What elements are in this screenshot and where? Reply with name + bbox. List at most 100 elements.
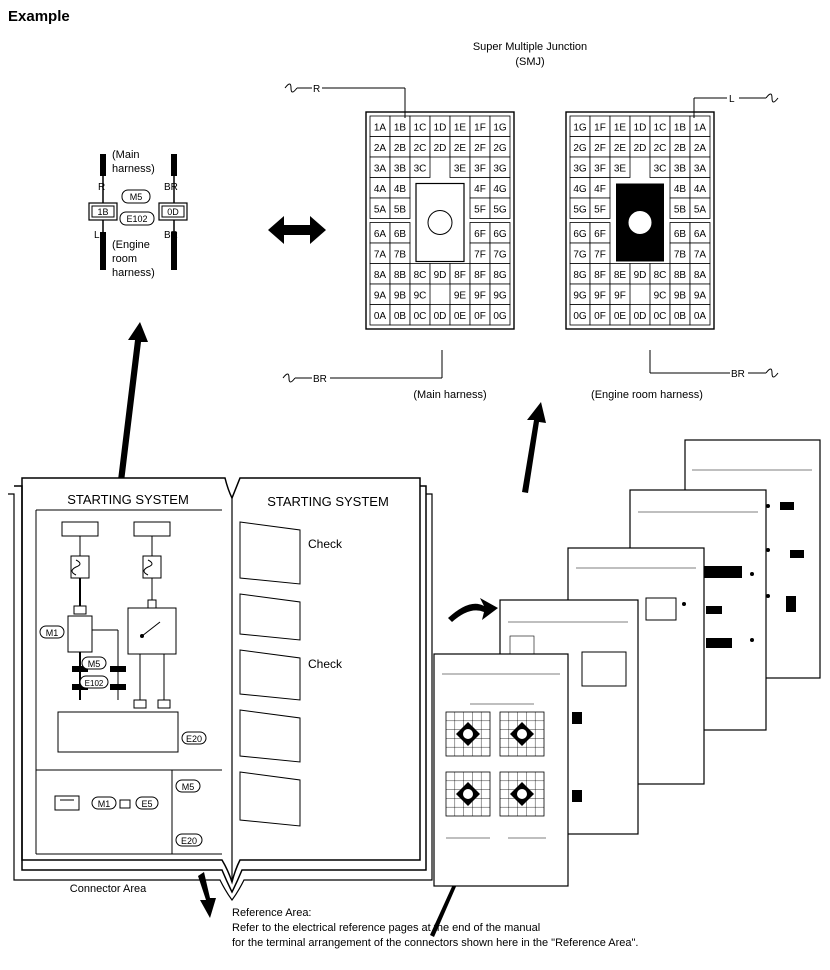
main-terminal-label: 0C [414, 311, 427, 322]
engine-terminal-label: 1A [694, 122, 707, 133]
engine-terminal-label: 5A [694, 204, 707, 215]
engine-terminal-label: 2G [573, 143, 587, 154]
engine-terminal-cell [589, 197, 611, 219]
engine-terminal-label: 0G [573, 311, 587, 322]
main-terminal-label: 0A [374, 311, 387, 322]
engine-wire-bottom-label: BR [731, 369, 745, 380]
book-right-title: STARTING SYSTEM [267, 494, 389, 509]
inset-wire-br-top: BR [164, 182, 178, 193]
smj-title: Super Multiple Junction (SMJ) [470, 40, 590, 70]
engine-terminal-label: 8C [654, 270, 667, 281]
book-left-title: STARTING SYSTEM [67, 492, 189, 507]
main-terminal-cell [409, 156, 431, 178]
engine-terminal-label: 3A [694, 163, 707, 174]
engine-terminal-label: 8E [614, 270, 627, 281]
main-terminal-label: 0G [493, 311, 507, 322]
main-terminal-label: 1F [474, 122, 486, 133]
engine-terminal-label: 7A [694, 249, 707, 260]
engine-terminal-label: 8B [674, 270, 687, 281]
main-terminal-label: 4B [394, 184, 407, 195]
main-terminal-label: 9F [474, 290, 486, 301]
main-terminal-label: 6A [374, 229, 387, 240]
main-terminal-label: 8B [394, 270, 407, 281]
engine-terminal-label: 8A [694, 270, 707, 281]
engine-terminal-label: 6A [694, 229, 707, 240]
book-bottom-e5-badge: E5 [141, 799, 152, 809]
engine-terminal-label: 9F [594, 290, 606, 301]
main-terminal-label: 4F [474, 184, 486, 195]
main-terminal-label: 2E [454, 143, 467, 154]
engine-terminal-label: 9D [634, 270, 647, 281]
engine-terminal-label: 8G [573, 270, 587, 281]
main-terminal-label: 0D [434, 311, 447, 322]
main-wire-bottom-label: BR [313, 374, 327, 385]
main-terminal-label: 9A [374, 290, 387, 301]
main-terminal-label: 2D [434, 143, 447, 154]
book-m5-badge: M5 [88, 659, 101, 669]
main-terminal-label: 1C [414, 122, 427, 133]
engine-terminal-label: 3F [594, 163, 606, 174]
panel-wire-leaders: R BR L BR [282, 83, 779, 385]
main-terminal-label: 7G [493, 249, 507, 260]
engine-terminal-label: 1G [573, 122, 587, 133]
engine-terminal-label: 3G [573, 163, 587, 174]
main-terminal-label: 9B [394, 290, 407, 301]
engine-terminal-label: 5F [594, 204, 606, 215]
engine-terminal-label: 8F [594, 270, 606, 281]
page-title: Example [8, 8, 70, 25]
main-terminal-label: 8F [474, 270, 486, 281]
engine-terminal-label: 0B [674, 311, 687, 322]
reference-area-line3: for the terminal arrangement of the conn… [232, 937, 639, 949]
mini-connector-grid [445, 711, 491, 757]
engine-terminal-label: 6F [594, 229, 606, 240]
engine-terminal-label: 7B [674, 249, 687, 260]
inset-terminal-0d: 0D [167, 207, 179, 217]
main-terminal-label: 3B [394, 163, 407, 174]
book-e102-badge: E102 [85, 679, 104, 688]
reference-area-note: Reference Area: Refer to the electrical … [232, 906, 638, 951]
inset-wire-br-bottom: BR [164, 230, 178, 241]
main-terminal-label: 2B [394, 143, 407, 154]
main-terminal-label: 2G [493, 143, 507, 154]
book-ref-m5-badge: M5 [182, 782, 195, 792]
main-terminal-label: 9D [434, 270, 447, 281]
main-terminal-cell [489, 197, 511, 219]
engine-terminal-cell [609, 156, 631, 178]
main-terminal-label: 7B [394, 249, 407, 260]
main-terminal-label: 5G [493, 204, 507, 215]
engine-terminal-label: 4B [674, 184, 687, 195]
main-wire-top-label: R [313, 84, 320, 95]
engine-terminal-label: 0F [594, 311, 606, 322]
main-terminal-label: 2A [374, 143, 387, 154]
engine-terminal-label: 9C [654, 290, 667, 301]
inset-e102-badge: E102 [126, 214, 147, 224]
inset-engine-room-harness-label: (Engine room harness) [112, 239, 155, 279]
engine-terminal-label: 0A [694, 311, 707, 322]
smj-title-line1: Super Multiple Junction [472, 41, 588, 53]
engine-terminal-label: 2D [634, 143, 647, 154]
main-terminal-label: 2F [474, 143, 486, 154]
main-terminal-label: 3G [493, 163, 507, 174]
main-terminal-label: 0B [394, 311, 407, 322]
main-terminal-label: 9C [414, 290, 427, 301]
wiring-manual-book: M1 M5 E102 E20 M1 E5 M5 E20 STARTING SYS… [8, 477, 433, 902]
engine-terminal-label: 2C [654, 143, 667, 154]
main-terminal-cell [489, 304, 511, 326]
engine-terminal-cell [689, 304, 711, 326]
main-terminal-label: 6F [474, 229, 486, 240]
engine-harness-caption: (Engine room harness) [591, 389, 703, 401]
engine-wire-top-label: L [729, 94, 735, 105]
engine-terminal-label: 6G [573, 229, 587, 240]
reference-area-heading: Reference Area: [232, 907, 312, 919]
main-terminal-label: 7F [474, 249, 486, 260]
main-terminal-label: 0F [474, 311, 486, 322]
engine-terminal-label: 9A [694, 290, 707, 301]
engine-terminal-label: 3C [654, 163, 667, 174]
reference-pages-stack [433, 439, 821, 887]
engine-terminal-label: 4F [594, 184, 606, 195]
engine-terminal-label: 1C [654, 122, 667, 133]
engine-terminal-label: 7F [594, 249, 606, 260]
engine-terminal-label: 0D [634, 311, 647, 322]
inset-main-harness-label: (Main harness) [112, 149, 155, 175]
book-m1-badge: M1 [46, 628, 59, 638]
